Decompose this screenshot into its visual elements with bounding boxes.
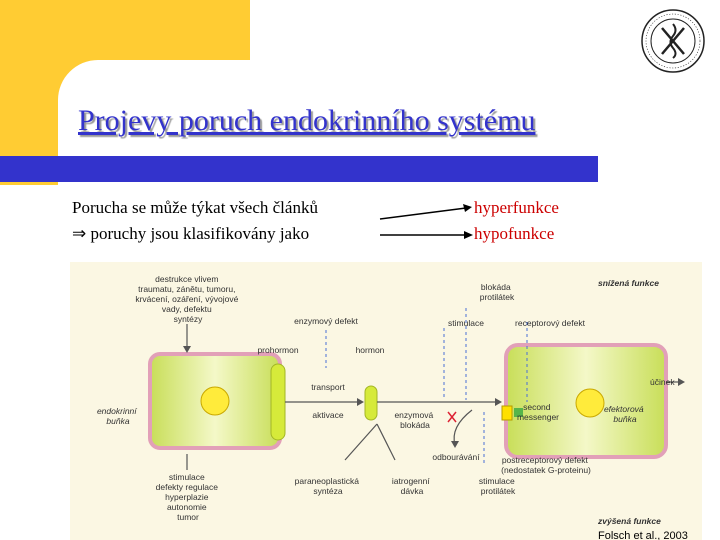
- hypofunction-label: hypofunkce: [474, 224, 555, 243]
- enzyme-block-label: enzymová blokáda: [394, 410, 435, 430]
- degradation-label: odbourávání: [432, 452, 480, 462]
- prohormone-label: prohormon: [257, 345, 298, 355]
- university-seal-icon: [641, 9, 705, 73]
- stimulation-left-label: stimulace defekty regulace hyperplazie a…: [156, 472, 221, 522]
- endocrine-disorder-figure: destrukce vlivem traumatu, zánětu, tumor…: [70, 262, 702, 540]
- enzyme-defect-label: enzymový defekt: [294, 316, 358, 326]
- figure-diagram: destrukce vlivem traumatu, zánětu, tumor…: [97, 274, 688, 540]
- endocrine-cell-label: endokrinní buňka: [97, 406, 139, 426]
- stimulation-top-label: stimulace: [448, 318, 484, 328]
- receptor-defect-label: receptorový defekt: [515, 318, 586, 328]
- activation-label: aktivace: [312, 410, 343, 420]
- transport-label: transport: [311, 382, 345, 392]
- citation-label: Folsch et al., 2003: [598, 530, 688, 540]
- effector-cell-label: efektorová buňka: [604, 404, 646, 424]
- effect-label: účinek: [650, 377, 675, 387]
- cell-nucleus: [200, 386, 230, 416]
- intro-line-1: Porucha se může týkat všech článků: [72, 198, 318, 217]
- antibody-stimulation-label: stimulace protilátek: [479, 476, 517, 496]
- antibody-block-label: blokáda protilátek: [480, 282, 515, 302]
- intro-line-2: ⇒ poruchy jsou klasifikovány jako: [72, 224, 310, 243]
- destruction-label: destrukce vlivem traumatu, zánětu, tumor…: [135, 274, 240, 324]
- g-protein: [514, 408, 523, 417]
- prohormone-capsule: [270, 363, 286, 441]
- iatrogenic-label: iatrogenní dávka: [392, 476, 432, 496]
- title-underbar: [0, 156, 598, 182]
- slide-title: Projevy poruch endokrinního systému: [78, 104, 536, 137]
- effector-nucleus: [575, 388, 605, 418]
- paraneoplastic-label: paraneoplastická syntéza: [295, 476, 362, 496]
- hyperfunction-label: hyperfunkce: [474, 198, 559, 217]
- increased-function-label: zvýšená funkce: [597, 516, 661, 526]
- second-messenger-label: second messenger: [517, 402, 559, 422]
- reduced-function-label: snížená funkce: [598, 278, 659, 288]
- classification-arrows: [379, 204, 473, 239]
- postreceptor-label: postreceptorový defekt (nedostatek G-pro…: [501, 455, 591, 475]
- hormone-label: hormon: [356, 345, 385, 355]
- receptor: [501, 405, 513, 421]
- hormone-capsule: [364, 385, 378, 421]
